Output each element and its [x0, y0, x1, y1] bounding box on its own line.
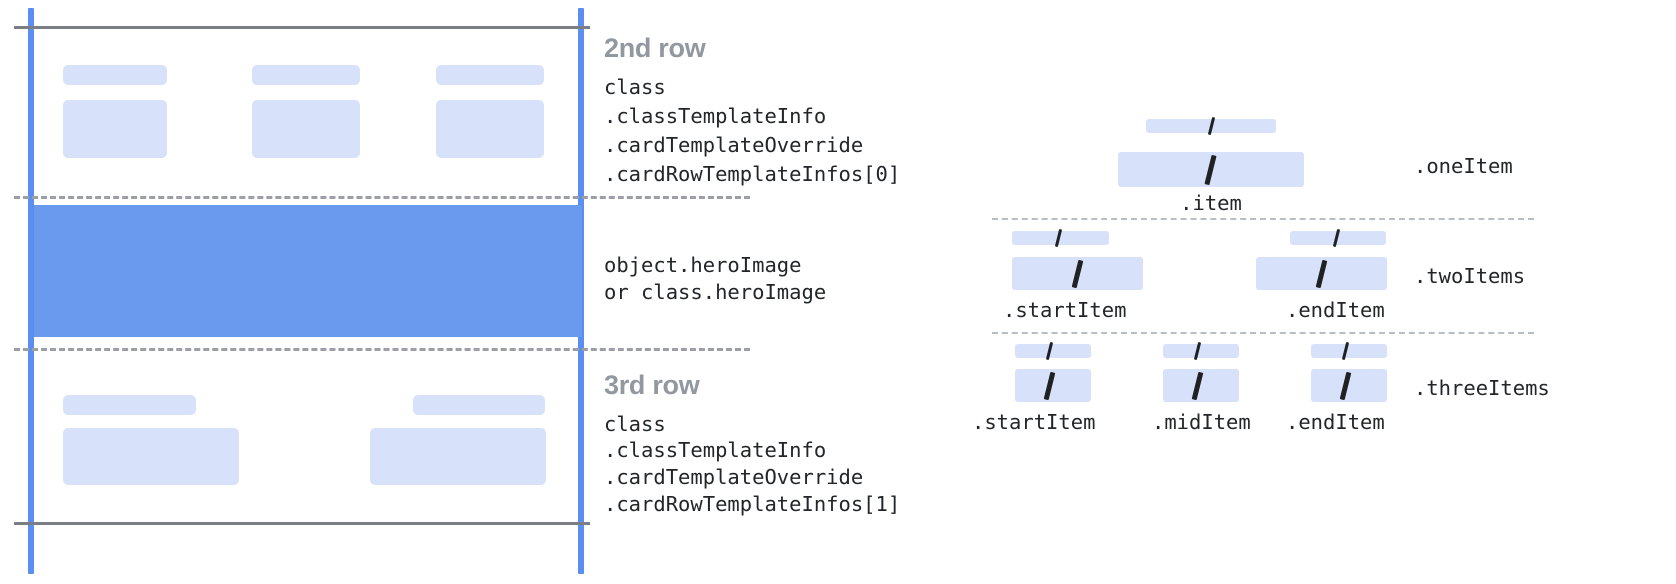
row2-code-line-4: .cardRowTemplateInfos[0]	[604, 162, 901, 186]
row3-code-line-3: .cardTemplateOverride	[604, 465, 864, 489]
row2-col2-title-chip	[252, 65, 360, 85]
twoitems-enditem-label: .endItem	[1286, 298, 1385, 322]
hero-code-line-1: object.heroImage	[604, 253, 802, 277]
twoitems-section-label: .twoItems	[1414, 264, 1526, 288]
threeitems-startitem-label: .startItem	[972, 410, 1096, 434]
row2-col3-body-chip	[436, 100, 544, 158]
twoitems-startitem-label: .startItem	[1003, 298, 1127, 322]
row3-code-line-4: .cardRowTemplateInfos[1]	[604, 492, 901, 516]
row2-code-line-3: .cardTemplateOverride	[604, 133, 864, 157]
row2-col1-title-chip	[63, 65, 167, 85]
row3-code-line-2: .classTemplateInfo	[604, 438, 827, 462]
twoitems-startitem-small-chip	[1012, 231, 1109, 245]
hero-top-divider	[14, 196, 750, 199]
threeitems-enditem-small-chip	[1311, 344, 1387, 358]
row2-code-line-1: class	[604, 75, 666, 99]
threeitems-enditem-label: .endItem	[1286, 410, 1385, 434]
row2-title: 2nd row	[604, 33, 706, 63]
threeitems-section-label: .threeItems	[1414, 376, 1550, 400]
row3-col2-body-chip	[370, 428, 546, 485]
hero-code-line-2: or class.heroImage	[604, 280, 827, 304]
hero-bottom-divider	[14, 348, 750, 351]
row3-col2-title-chip	[413, 395, 545, 415]
row2-code-line-2: .classTemplateInfo	[604, 104, 827, 128]
row3-col1-title-chip	[63, 395, 196, 415]
frame-left-rail	[28, 8, 34, 574]
threeitems-miditem-small-chip	[1163, 344, 1239, 358]
oneitem-section-label: .oneItem	[1414, 154, 1513, 178]
row3-col1-body-chip	[63, 428, 239, 485]
row3-title: 3rd row	[604, 370, 700, 400]
frame-top-rule	[14, 26, 590, 29]
card-template-frame	[0, 0, 750, 584]
row3-code-line-1: class	[604, 412, 666, 436]
frame-bottom-rule	[14, 522, 590, 525]
threeitems-miditem-label: .midItem	[1152, 410, 1251, 434]
oneitem-twoitems-divider	[992, 218, 1534, 220]
row2-col3-title-chip	[436, 65, 544, 85]
row2-col2-body-chip	[252, 100, 360, 158]
oneitem-item-label: .item	[1180, 191, 1242, 215]
hero-image-band	[34, 205, 582, 337]
twoitems-threeitems-divider	[992, 332, 1534, 334]
threeitems-startitem-small-chip	[1015, 344, 1091, 358]
row2-col1-body-chip	[63, 100, 167, 158]
